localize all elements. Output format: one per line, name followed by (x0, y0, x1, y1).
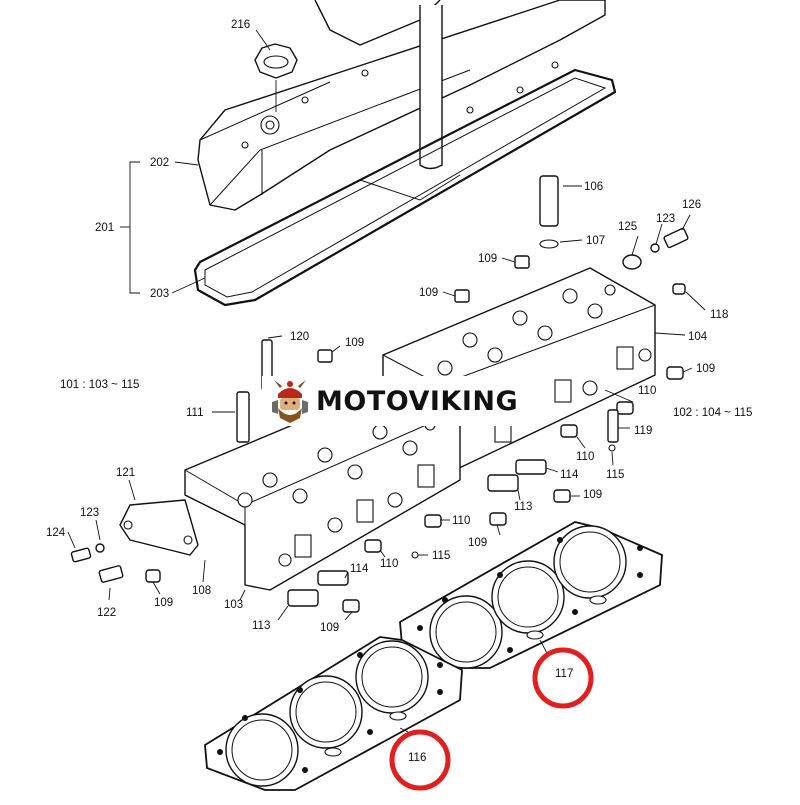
part-label: 125 (618, 221, 637, 233)
part-label: 109 (696, 363, 715, 375)
part-label: 102 : 104 ~ 115 (673, 407, 752, 419)
oil-filler-cap (254, 43, 298, 112)
part-label: 101 : 103 ~ 115 (60, 379, 139, 391)
part-label: 216 (231, 19, 250, 31)
part-label: 109 (468, 537, 487, 549)
assembly-bracket-201 (120, 161, 206, 294)
part-label: 122 (97, 607, 116, 619)
part-label: 126 (682, 199, 701, 211)
part-label: 115 (432, 550, 450, 562)
part-label: 109 (345, 337, 364, 349)
part-label: 123 (80, 507, 99, 519)
part-label: 117 (555, 668, 573, 680)
part-label: 123 (656, 213, 675, 225)
leader-lines (67, 29, 706, 736)
part-label: 109 (419, 287, 438, 299)
cylinder-head-left (184, 377, 461, 591)
viking-logo-icon (272, 380, 308, 423)
part-label: 109 (583, 489, 602, 501)
head-gasket-116 (204, 636, 463, 791)
lifting-bracket (119, 499, 199, 556)
part-label: 203 (150, 288, 169, 300)
part-labels: 216 202 201 203 106 107 125 123 126 109 … (46, 19, 752, 764)
part-label: 104 (688, 331, 708, 343)
part-label: 201 (95, 222, 114, 234)
highlight-markers (389, 647, 594, 791)
part-label: 106 (584, 181, 603, 193)
part-label: 103 (224, 599, 243, 611)
head-gasket-117 (399, 521, 663, 669)
part-label: 202 (150, 157, 169, 169)
part-label: 110 (380, 558, 398, 570)
part-label: 124 (46, 527, 66, 539)
part-label: 113 (514, 501, 532, 513)
part-label: 111 (186, 407, 203, 419)
part-label: 119 (634, 425, 652, 437)
part-label: 114 (560, 469, 579, 481)
part-label: 115 (606, 469, 624, 481)
part-label: 108 (192, 585, 211, 597)
part-label: 110 (576, 451, 594, 463)
part-label: 109 (320, 622, 339, 634)
valve-cover (197, 0, 606, 211)
part-label: 121 (116, 467, 135, 479)
part-label: 110 (638, 385, 656, 397)
highlight-circle-116 (389, 729, 451, 791)
part-label: 113 (252, 620, 270, 632)
brand-name: MOTOVIKING (316, 385, 519, 417)
part-label: 109 (478, 253, 497, 265)
part-label: 110 (452, 515, 470, 527)
part-label: 107 (586, 235, 605, 247)
valve-cover-gasket (193, 68, 617, 307)
part-label: 114 (350, 563, 369, 575)
brand-watermark: MOTOVIKING (262, 376, 534, 426)
part-label: 120 (290, 331, 309, 343)
part-label: 116 (408, 752, 426, 764)
part-label: 118 (710, 309, 728, 321)
highlight-circle-117 (532, 647, 594, 709)
part-label: 109 (154, 597, 173, 609)
